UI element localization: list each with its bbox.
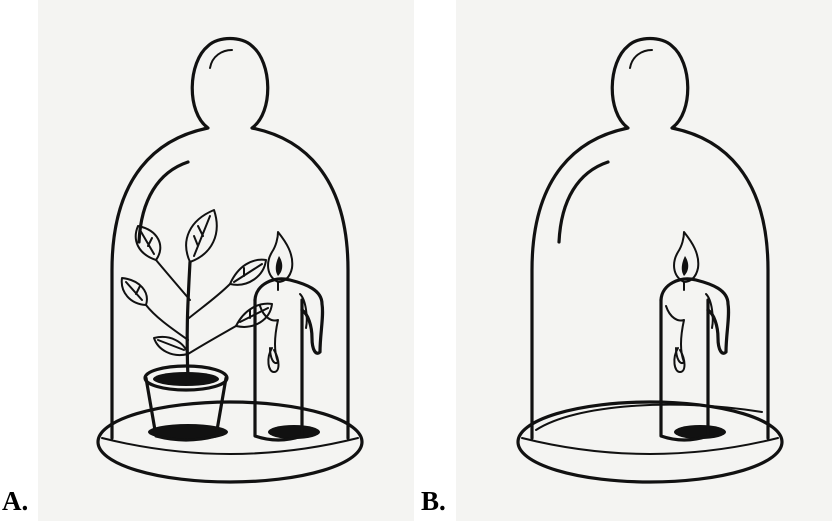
panel-a-label: A. <box>2 486 28 516</box>
panel-b-label: B. <box>421 486 446 516</box>
panel-a-bell-jar-plant-candle <box>38 0 414 521</box>
panel-b-illustration <box>456 0 832 521</box>
panel-b-bell-jar-candle <box>456 0 832 521</box>
panel-a-background <box>38 0 414 521</box>
panel-b-background <box>456 0 832 521</box>
panel-a-illustration <box>38 0 414 521</box>
